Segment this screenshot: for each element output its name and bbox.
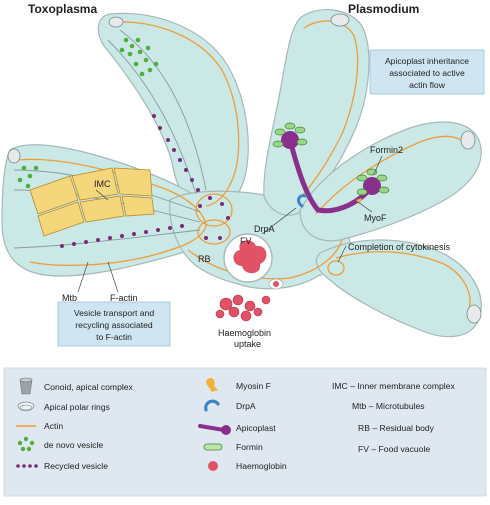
imc-plates <box>29 167 155 237</box>
haemoglobin-icon <box>208 461 218 471</box>
conoids <box>7 13 482 324</box>
vesicle-box-line1: Vesicle transport and <box>74 308 154 318</box>
de-novo-vesicle-icon <box>17 436 35 452</box>
actin-plasmodium-lower <box>335 251 471 313</box>
apicoplast-body-top <box>281 131 299 149</box>
apical-rings-right <box>460 130 476 150</box>
myof-marker <box>356 198 362 204</box>
plasmodium-right-cell <box>299 121 482 242</box>
cytokinesis-ring <box>327 260 345 276</box>
apicoplast-body-right <box>363 177 381 195</box>
recycled-vesicle-icon <box>16 464 38 468</box>
legend: Conoid, apical complex Apical polar ring… <box>3 367 487 497</box>
haemoglobin-in-fv <box>233 240 267 274</box>
conoid-lower <box>7 148 21 164</box>
actin-ring-2 <box>197 219 231 245</box>
legend-panel <box>3 367 487 497</box>
actin-upper-cortex <box>111 21 240 207</box>
label-myof: MyoF <box>364 213 387 223</box>
label-drpa: DrpA <box>254 224 275 234</box>
label-fv: FV <box>240 236 252 246</box>
imc-plate-3 <box>113 167 153 197</box>
title-toxoplasma: Toxoplasma <box>28 2 97 16</box>
apicoplast-box-line2: associated to active <box>389 68 465 78</box>
actin-lower-cortex <box>17 158 207 266</box>
drpa-icon <box>204 399 220 412</box>
imc-plate-2 <box>71 167 119 201</box>
vesicle-info-box: Vesicle transport and recycling associat… <box>57 301 171 347</box>
food-vacuole-group <box>215 233 284 322</box>
conoid-upper <box>108 16 124 28</box>
polar-rings-icon <box>17 401 35 412</box>
formin-icon <box>203 443 223 451</box>
actin-residual-body <box>187 239 343 280</box>
label-haemoglobin-line1: Haemoglobin <box>218 328 271 338</box>
mtb-5 <box>107 39 197 195</box>
actin-ring-1 <box>195 193 233 227</box>
imc-plate-6 <box>121 195 155 217</box>
legend-drpa: DrpA <box>236 401 256 411</box>
apicoplast-box-line1: Apicoplast inheritance <box>385 56 469 66</box>
apicoplast-box-line3: actin flow <box>409 80 446 90</box>
imc-plate-5 <box>79 195 125 223</box>
parasite-rosette <box>1 9 482 338</box>
label-haemoglobin-line2: uptake <box>234 339 261 349</box>
legend-haemoglobin: Haemoglobin <box>236 461 287 471</box>
actin-plasmodium-right <box>315 135 469 215</box>
legend-myosin-f: Myosin F <box>236 381 271 391</box>
imc-plate-4 <box>37 201 85 237</box>
legend-actin: Actin <box>44 421 63 431</box>
vesicle-box-line3: to F-actin <box>96 332 132 342</box>
drpa-marker <box>297 194 308 208</box>
legend-recycled: Recycled vesicle <box>44 461 108 471</box>
label-rb: RB <box>198 254 211 264</box>
legend-imc-def: IMC – Inner membrane complex <box>332 381 455 391</box>
legend-de-novo: de novo vesicle <box>44 440 103 450</box>
legend-conoid: Conoid, apical complex <box>44 382 134 392</box>
apicoplast-icon <box>198 424 231 435</box>
legend-formin: Formin <box>236 442 263 452</box>
title-plasmodium: Plasmodium <box>348 2 419 16</box>
label-factin: F-actin <box>110 293 138 303</box>
label-imc: IMC <box>94 179 111 189</box>
de-novo-vesicles <box>17 37 159 189</box>
label-cytokinesis: Completion of cytokinesis <box>348 242 451 252</box>
recycled-vesicles <box>60 114 230 248</box>
legend-rb-def: RB – Residual body <box>358 423 435 433</box>
mtb-3 <box>13 229 201 249</box>
apicoplast-group <box>272 122 390 214</box>
apical-rings-lower <box>466 304 482 324</box>
label-formin2: Formin2 <box>370 145 403 155</box>
legend-mtb-def: Mtb – Microtubules <box>352 401 425 411</box>
myosin-f-icon <box>206 378 218 392</box>
plasmodium-lower-right-cell <box>315 239 482 338</box>
haemoglobin-uptake-cluster <box>215 294 271 322</box>
apical-rings-top <box>330 13 350 27</box>
vesicle-box-line2: recycling associated <box>75 320 153 330</box>
legend-apicoplast: Apicoplast <box>236 423 276 433</box>
leader-lines <box>77 155 383 293</box>
apicoplast-info-box: Apicoplast inheritance associated to act… <box>369 49 485 95</box>
apicoplast-strand <box>287 137 375 214</box>
conoid-icon <box>19 377 33 395</box>
imc-plate-1 <box>29 175 79 215</box>
mtb-4 <box>119 29 207 191</box>
label-mtb: Mtb <box>62 293 77 303</box>
legend-polar-rings: Apical polar rings <box>44 402 110 412</box>
legend-fv-def: FV – Food vacuole <box>358 444 430 454</box>
